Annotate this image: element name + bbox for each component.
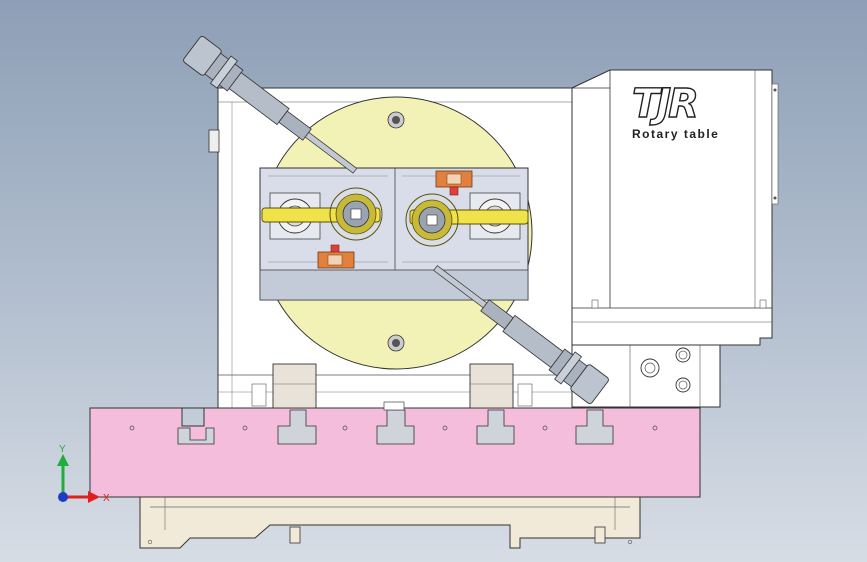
t-slot-nut bbox=[376, 409, 415, 445]
t-slot-nut bbox=[277, 409, 317, 445]
left-clamp-assembly[interactable] bbox=[261, 187, 383, 269]
t-slot-nut bbox=[177, 427, 215, 445]
coordinate-triad: Y X bbox=[57, 444, 110, 504]
t-slot-nut bbox=[575, 409, 614, 445]
motor-housing[interactable]: TJR Rotary table bbox=[571, 69, 779, 346]
spindle-lower[interactable] bbox=[425, 254, 610, 405]
t-slot-nut bbox=[476, 409, 515, 445]
mounting-block-right[interactable] bbox=[469, 363, 514, 409]
brand-subtitle: Rotary table bbox=[632, 127, 719, 141]
mounting-block-left[interactable] bbox=[272, 363, 317, 409]
right-clamp-assembly[interactable] bbox=[405, 170, 529, 247]
center-key bbox=[383, 401, 405, 411]
brand-logo: TJR bbox=[632, 81, 696, 127]
base-frame[interactable] bbox=[139, 496, 641, 549]
fixture-plate[interactable] bbox=[89, 407, 701, 498]
y-axis-label: Y bbox=[59, 444, 66, 455]
x-axis-label: X bbox=[103, 493, 110, 504]
spindle-upper[interactable] bbox=[182, 34, 365, 184]
